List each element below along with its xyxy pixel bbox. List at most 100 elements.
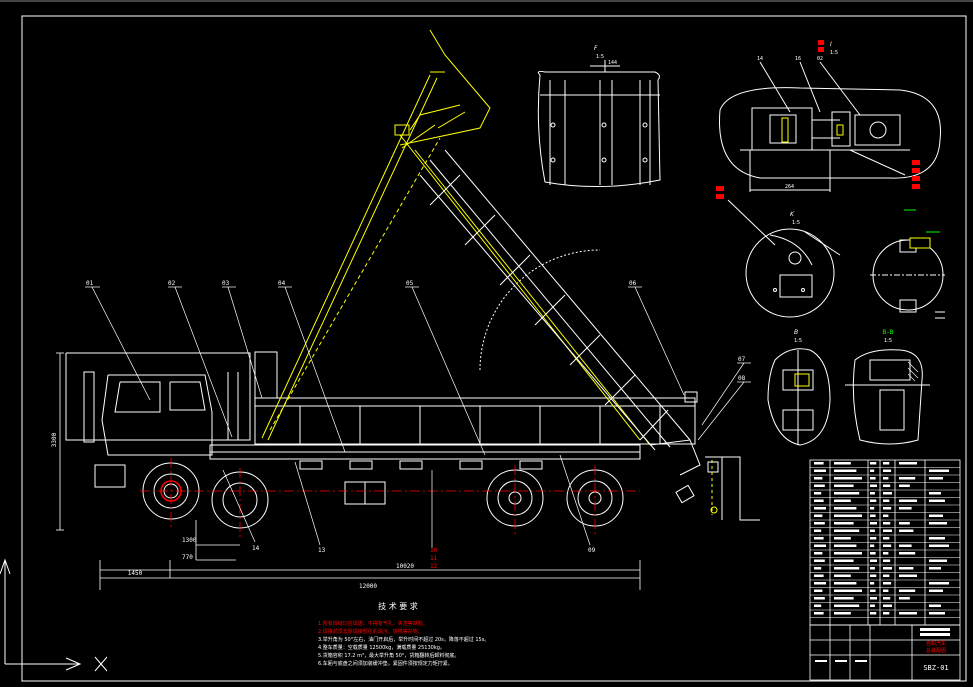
parts-cell-mark xyxy=(870,492,875,495)
lift-cylinder xyxy=(261,74,441,441)
tech-requirement-2: 2.焊接前须去除焊接部位的油污、铁锈等杂物。 xyxy=(318,628,423,635)
parts-cell-mark xyxy=(929,604,941,607)
parts-cell-mark xyxy=(883,567,892,570)
tech-requirement-4: 4.整车质量：空载质量 12500kg，满载质量 25130kg。 xyxy=(318,644,445,651)
parts-cell-mark xyxy=(834,529,860,532)
parts-cell-mark xyxy=(870,604,875,607)
parts-cell-mark xyxy=(870,499,877,502)
parts-cell-mark xyxy=(834,499,851,502)
parts-cell-mark xyxy=(870,477,876,480)
parts-cell-mark xyxy=(814,574,824,577)
truck-main-view: 12000 10020 1450 3300 1300 770 xyxy=(51,29,760,590)
parts-cell-mark xyxy=(883,612,890,615)
parts-cell-mark xyxy=(929,537,945,540)
view-b-yellow xyxy=(794,373,810,387)
parts-cell-mark xyxy=(899,522,910,525)
parts-cell-mark xyxy=(883,582,892,585)
balloon-05: 05 xyxy=(406,280,414,287)
parts-cell-mark xyxy=(834,612,851,615)
view-i-scale: 1:5 xyxy=(830,50,838,56)
parts-cell-mark xyxy=(929,499,945,502)
parts-cell-mark xyxy=(870,484,877,487)
parts-cell-mark xyxy=(929,567,941,570)
parts-cell-mark xyxy=(870,507,875,510)
balloon-11: 11 xyxy=(430,555,438,562)
dim-cab-height: 3300 xyxy=(51,432,58,447)
detail-view-b xyxy=(767,348,831,446)
parts-cell-mark xyxy=(814,582,826,585)
parts-cell-mark xyxy=(870,567,875,570)
parts-cell-mark xyxy=(899,612,917,615)
title-block xyxy=(809,624,961,681)
tech-requirement-1: 1.所有焊缝均应焊透，不得有气孔、夹渣等缺陷。 xyxy=(318,620,428,627)
detail-view-f xyxy=(537,60,661,188)
parts-cell-mark xyxy=(870,597,877,600)
parts-cell-mark xyxy=(834,484,854,487)
parts-cell-mark xyxy=(899,597,910,600)
parts-cell-mark xyxy=(883,522,891,525)
section-bb-hatch xyxy=(907,361,919,382)
parts-cell-mark xyxy=(883,552,889,555)
parts-cell-mark xyxy=(899,499,917,502)
parts-cell-mark xyxy=(929,469,949,472)
view-i-balloon-16: 16 xyxy=(795,56,801,62)
parts-cell-mark xyxy=(883,462,890,465)
parts-cell-mark xyxy=(929,582,949,585)
parts-cell-mark xyxy=(883,529,892,532)
parts-cell-mark xyxy=(899,462,917,465)
parts-cell-mark xyxy=(834,544,857,547)
view-k-red-tags xyxy=(716,186,724,199)
parts-cell-mark xyxy=(814,462,824,465)
view-k-label: K xyxy=(790,211,795,218)
balloon-08: 08 xyxy=(738,375,746,382)
chassis-frame xyxy=(209,444,641,505)
parts-cell-mark xyxy=(883,477,889,480)
balloon-01: 01 xyxy=(86,280,94,287)
balloon-03: 03 xyxy=(222,280,230,287)
parts-cell-mark xyxy=(929,612,945,615)
balloon-06: 06 xyxy=(629,280,637,287)
dim-144: 144 xyxy=(608,60,617,66)
parts-cell-mark xyxy=(883,559,891,562)
view-f-label: F xyxy=(594,45,598,52)
parts-cell-mark xyxy=(899,589,916,592)
tailgate-detail xyxy=(705,456,760,521)
parts-cell-mark xyxy=(929,477,943,480)
parts-cell-mark xyxy=(834,477,862,480)
parts-cell-mark xyxy=(814,597,825,600)
parts-cell-mark xyxy=(883,604,892,607)
parts-cell-mark xyxy=(834,492,860,495)
view-i-label: I xyxy=(830,41,832,48)
balloon-04: 04 xyxy=(278,280,286,287)
tailgate-yellow xyxy=(710,460,718,515)
parts-cell-mark xyxy=(870,582,875,585)
title-block-drawing-no: SBZ-01 xyxy=(923,664,948,672)
parts-cell-mark xyxy=(834,604,860,607)
dim-small: 770 xyxy=(182,554,193,561)
raised-tipper-body xyxy=(394,29,651,446)
parts-cell-mark xyxy=(870,529,875,532)
parts-cell-mark xyxy=(814,477,823,480)
tipped-body-frame xyxy=(419,149,701,504)
tech-requirements-title: 技 术 要 求 xyxy=(378,601,418,611)
balloon-13: 13 xyxy=(318,547,326,554)
round-section-yellow xyxy=(909,237,931,249)
parts-cell-mark xyxy=(929,559,947,562)
parts-cell-mark xyxy=(814,529,822,532)
parts-cell-mark xyxy=(870,612,877,615)
parts-cell-mark xyxy=(899,484,910,487)
balloon-10: 10 xyxy=(430,547,438,554)
parts-cell-mark xyxy=(870,462,877,465)
detail-view-k xyxy=(727,199,841,318)
parts-cell-mark xyxy=(814,589,823,592)
parts-cell-mark xyxy=(870,537,877,540)
parts-cell-mark xyxy=(870,589,876,592)
view-k-scale: 1:5 xyxy=(792,220,800,226)
parts-cell-mark xyxy=(870,522,877,525)
parts-cell-mark xyxy=(883,469,892,472)
parts-cell-mark xyxy=(883,499,890,502)
parts-cell-mark xyxy=(870,574,877,577)
view-i-red-tags xyxy=(818,40,920,189)
parts-cell-mark xyxy=(834,589,862,592)
